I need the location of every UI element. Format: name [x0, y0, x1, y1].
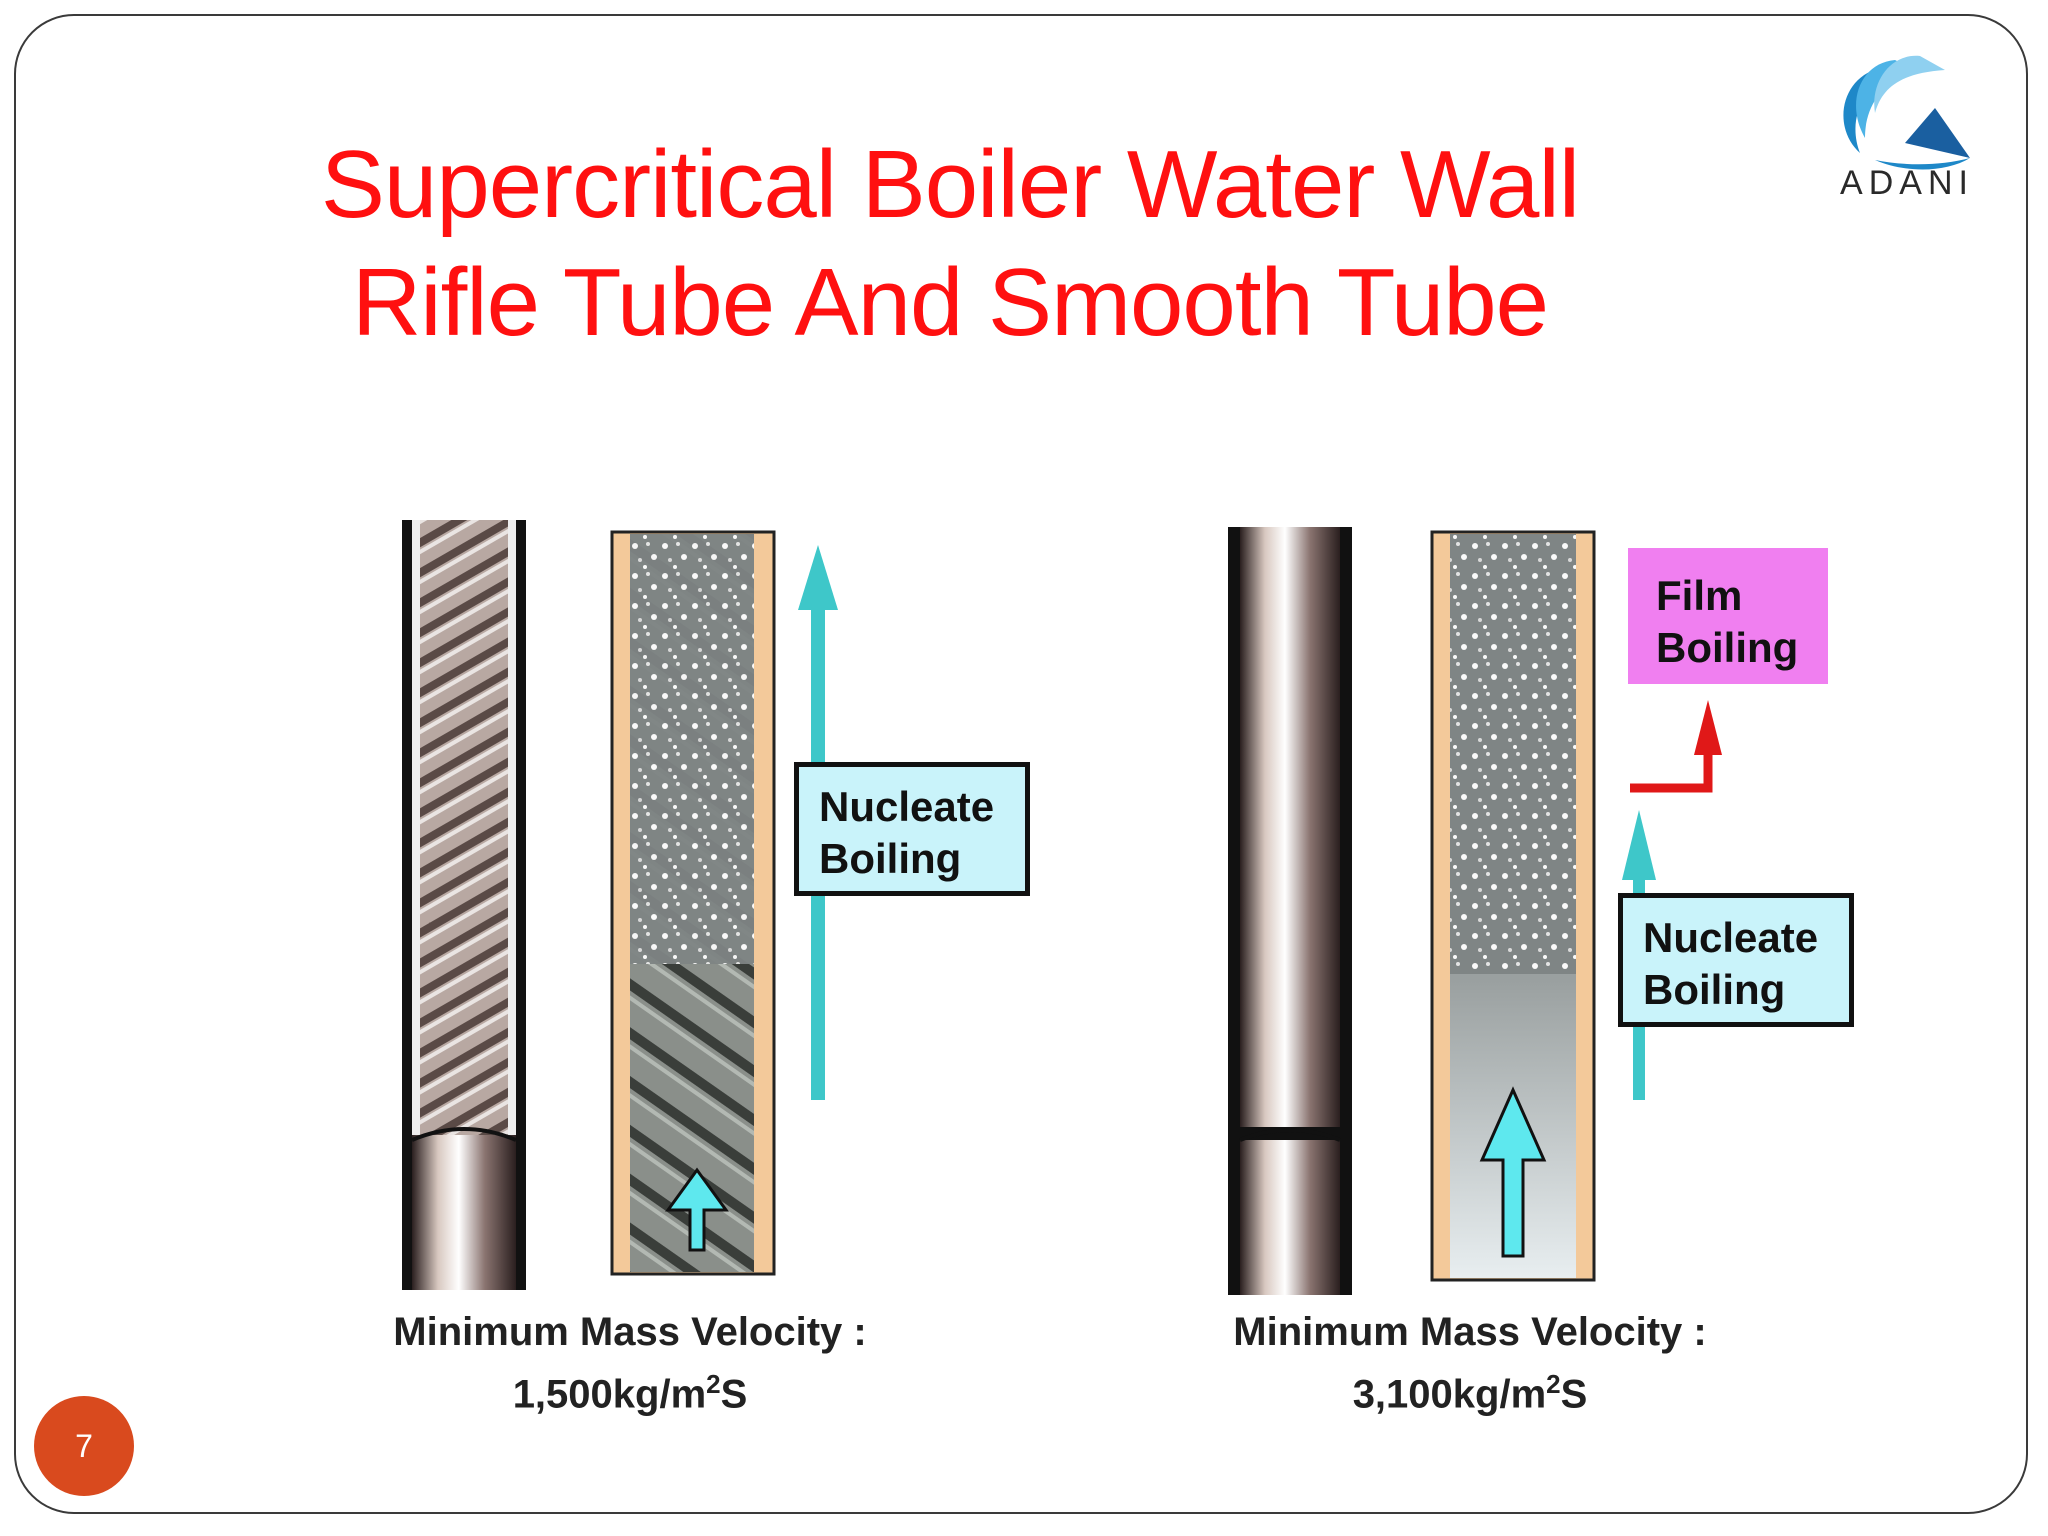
nucleate-label-line1-right: Nucleate [1643, 914, 1819, 961]
caption-right-sup: 2 [1546, 1369, 1561, 1399]
caption-left-unit: S [720, 1372, 748, 1417]
caption-right: Minimum Mass Velocity : 3,100kg/m2S [1160, 1306, 1780, 1420]
caption-right-unit: S [1560, 1372, 1588, 1417]
film-label-line1: Film [1656, 572, 1743, 619]
nucleate-boiling-label-right: Nucleate Boiling [1618, 893, 1854, 1027]
nucleate-label-line2-right: Boiling [1643, 966, 1786, 1013]
caption-left: Minimum Mass Velocity : 1,500kg/m2S [320, 1306, 940, 1420]
caption-left-value: 1,500kg/m [512, 1372, 707, 1417]
flow-arrow-left [665, 1167, 729, 1252]
caption-right-line1: Minimum Mass Velocity : [1233, 1310, 1707, 1354]
smooth-tube-exterior [1228, 527, 1352, 1295]
caption-left-line1: Minimum Mass Velocity : [393, 1310, 867, 1354]
logo-text: ADANI [1840, 164, 1974, 202]
title-line-2: Rifle Tube And Smooth Tube [351, 249, 1549, 356]
nucleate-boiling-label-left: Nucleate Boiling [794, 762, 1030, 896]
slide-title: Supercritical Boiler Water Wall Rifle Tu… [250, 126, 1650, 362]
film-label-line2: Boiling [1656, 624, 1799, 671]
nucleate-label-line2-left: Boiling [819, 835, 962, 882]
title-line-1: Supercritical Boiler Water Wall [320, 131, 1580, 238]
page-number-badge: 7 [34, 1396, 134, 1496]
caption-left-sup: 2 [706, 1369, 721, 1399]
caption-right-line2: 3,100kg/m2S [1160, 1358, 1780, 1420]
film-boiling-arrow [1630, 700, 1722, 793]
rifle-tube-section [610, 530, 776, 1276]
flow-arrow-right [1479, 1086, 1547, 1258]
smooth-tube-section [1430, 530, 1596, 1282]
film-boiling-label: Film Boiling [1628, 548, 1828, 684]
rifle-tube-exterior [402, 520, 526, 1290]
caption-right-value: 3,100kg/m [1352, 1372, 1547, 1417]
adani-logo [1843, 55, 1970, 170]
nucleate-label-line1-left: Nucleate [819, 783, 995, 830]
caption-left-line2: 1,500kg/m2S [320, 1358, 940, 1420]
